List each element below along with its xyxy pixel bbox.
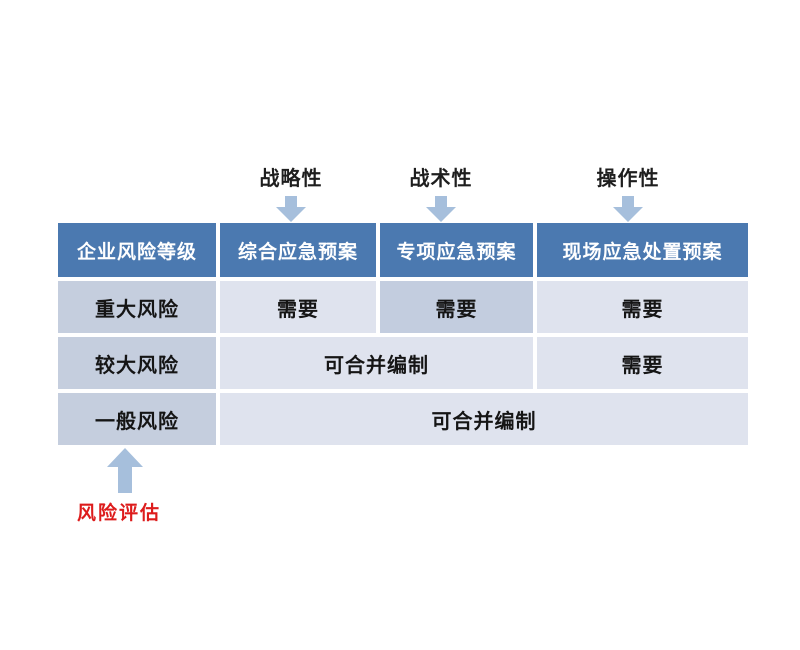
row-larger-risk-level-cell: 较大风险 <box>58 337 216 389</box>
strategic-label: 战略性 <box>259 166 323 190</box>
risk-plan-table: 企业风险等级 综合应急预案 专项应急预案 现场应急处置预案 重大风险 需要 需要… <box>58 223 748 445</box>
up-arrow-icon <box>107 448 143 493</box>
risk-assessment-label: 风险评估 <box>77 502 162 524</box>
row-major-risk-level-cell: 重大风险 <box>58 281 216 333</box>
down-arrow-icon <box>276 196 306 222</box>
row-major-special-cell: 需要 <box>380 281 533 333</box>
header-cell-risk-level: 企业风险等级 <box>58 223 216 277</box>
marker-strategic: 战略性 <box>221 162 361 222</box>
header-cell-onsite-plan: 现场应急处置预案 <box>537 223 748 277</box>
down-arrow-icon <box>613 196 643 222</box>
operational-label: 操作性 <box>596 166 660 190</box>
marker-operational: 操作性 <box>558 162 698 222</box>
header-cell-comprehensive-plan: 综合应急预案 <box>220 223 376 277</box>
header-cell-special-plan: 专项应急预案 <box>380 223 533 277</box>
row-major-comprehensive-cell: 需要 <box>220 281 376 333</box>
down-arrow-icon <box>426 196 456 222</box>
row-major-onsite-cell: 需要 <box>537 281 748 333</box>
row-general-merged-cell: 可合并编制 <box>220 393 748 445</box>
row-general-risk-level-cell: 一般风险 <box>58 393 216 445</box>
marker-tactical: 战术性 <box>371 162 511 222</box>
row-larger-onsite-cell: 需要 <box>537 337 748 389</box>
row-larger-merged-cell: 可合并编制 <box>220 337 533 389</box>
tactical-label: 战术性 <box>409 166 473 190</box>
